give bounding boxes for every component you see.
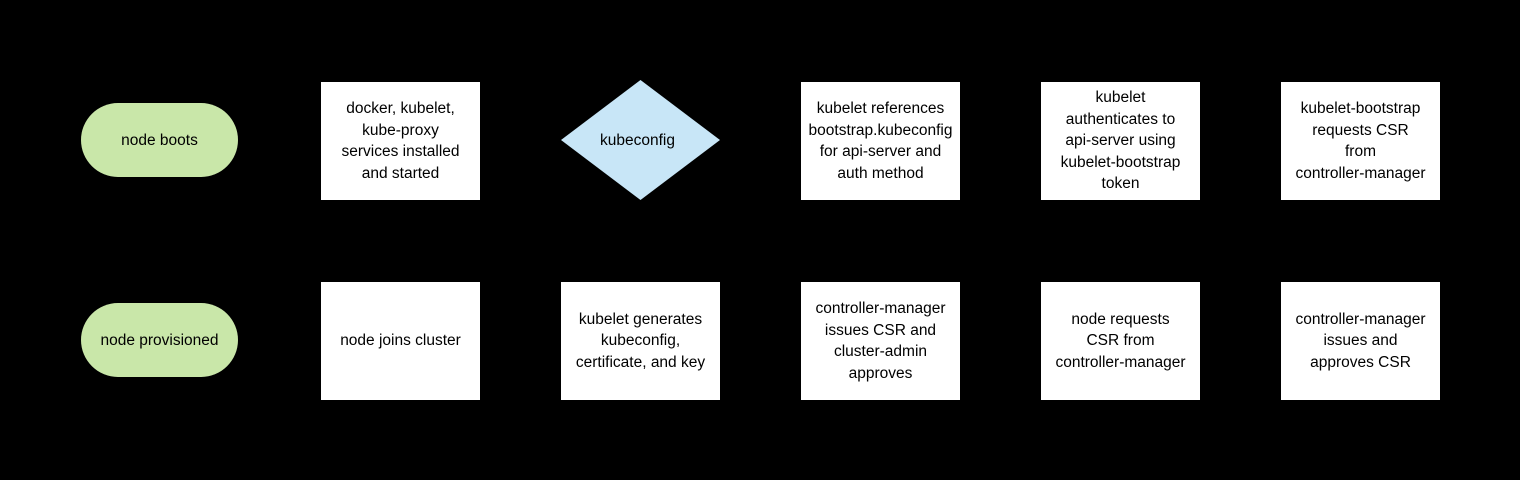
flow-node-label: node joins cluster [340,332,461,350]
flow-node-kubelet-generates[interactable]: kubelet generates kubeconfig, certificat… [561,282,720,400]
flow-node-label: controller-manager issues CSR and cluste… [815,300,946,382]
flow-node-label: kubelet authenticates to api-server usin… [1060,89,1181,193]
flow-node-label: kubelet generates kubeconfig, certificat… [575,310,706,371]
flow-node-kubelet-authenticates[interactable]: kubelet authenticates to api-server usin… [1041,82,1200,200]
flow-node-services-installed[interactable]: docker, kubelet, kube-proxy services ins… [321,82,480,200]
flow-node-cm-issues-approves[interactable]: controller-manager issues and approves C… [1281,282,1440,400]
flow-node-node-joins-cluster[interactable]: node joins cluster [321,282,480,400]
flow-node-node-requests-csr[interactable]: node requests CSR from controller-manage… [1041,282,1200,400]
flow-node-label: kubelet-bootstrap requests CSR from cont… [1295,100,1426,182]
diamond-shape-icon [561,80,720,200]
flow-node-node-boots[interactable]: node boots [81,103,238,177]
flow-node-label: node requests CSR from controller-manage… [1055,310,1186,371]
flow-node-cm-issues-csr[interactable]: controller-manager issues CSR and cluste… [801,282,960,400]
flow-node-label: controller-manager issues and approves C… [1295,310,1426,371]
flow-node-label: docker, kubelet, kube-proxy services ins… [341,100,460,182]
flow-node-label: kubeconfig [600,131,675,149]
flow-node-label: node provisioned [100,331,219,349]
flow-node-bootstrap-requests-csr[interactable]: kubelet-bootstrap requests CSR from cont… [1281,82,1440,200]
flow-node-node-provisioned[interactable]: node provisioned [81,303,238,377]
flow-node-kubeconfig[interactable]: kubeconfig [561,80,720,200]
flow-node-label: kubelet references bootstrap.kubeconfig … [808,100,953,182]
flow-node-label: node boots [121,131,198,149]
flow-node-kubelet-references[interactable]: kubelet references bootstrap.kubeconfig … [801,82,960,200]
